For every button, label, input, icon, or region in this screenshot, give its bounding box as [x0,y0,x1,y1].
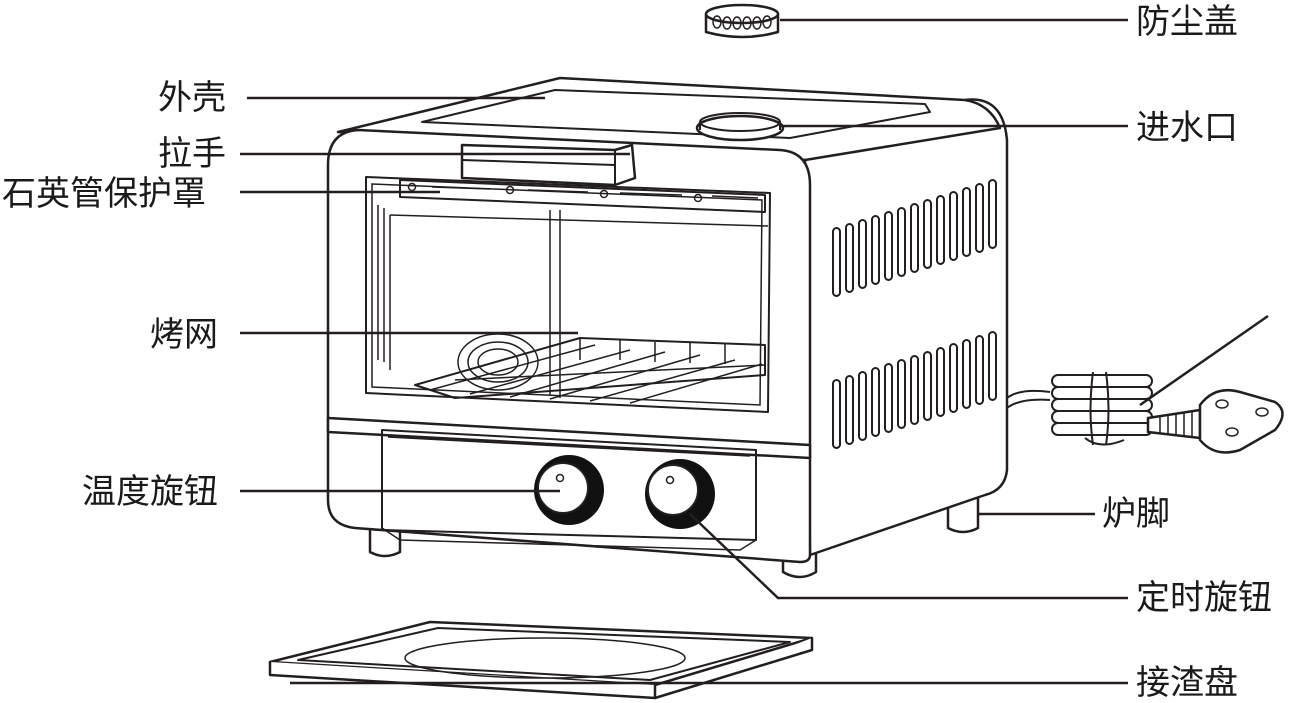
label-temp-knob: 温度旋钮 [82,472,218,512]
leader-timer-knob [689,513,1128,600]
label-quartz-guard: 石英管保护罩 [2,174,206,214]
label-water-inlet: 进水口 [1136,108,1238,148]
leader-lines [240,18,1269,685]
label-housing: 外壳 [158,78,226,118]
leader-power-cord [1139,314,1269,407]
side-vents [832,179,997,449]
label-timer-knob: 定时旋钮 [1136,578,1272,618]
label-grill-rack: 烤网 [150,315,218,355]
dust-cap [704,3,780,39]
door-handle [460,143,637,187]
water-inlet [695,112,785,142]
label-dust-cap: 防尘盖 [1136,2,1238,42]
temperature-knob [534,455,604,525]
timer-knob [645,459,715,529]
label-crumb-tray: 接渣盘 [1136,663,1238,703]
label-feet: 炉脚 [1102,494,1170,534]
label-handle: 拉手 [158,134,226,174]
power-cord [1006,371,1284,454]
crumb-tray [268,620,814,700]
